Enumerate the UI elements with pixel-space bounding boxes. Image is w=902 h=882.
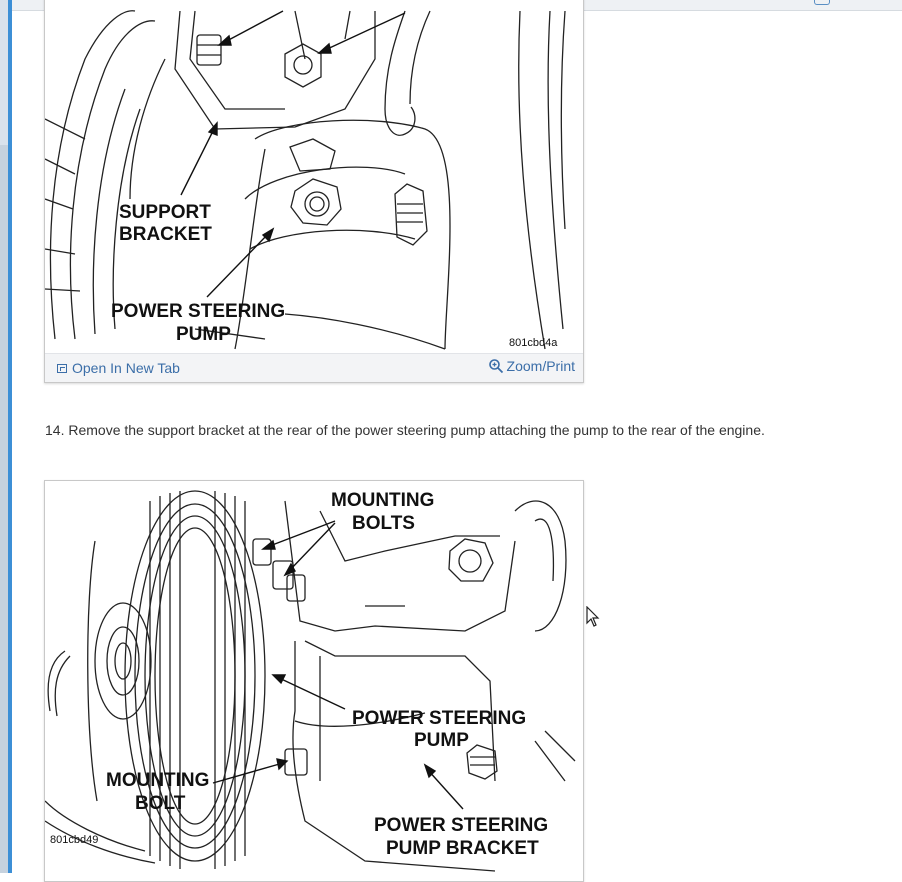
label-power-steering-2: POWER STEERING [352, 708, 526, 729]
diagram-image-support-bracket[interactable]: SUPPORT BRACKET POWER STEERING PUMP 801c… [45, 0, 583, 351]
magnifier-plus-icon [488, 359, 503, 374]
figure-footer: Open In New Tab Zoom/Print [45, 353, 583, 382]
zoom-print-link[interactable]: Zoom/Print [488, 358, 575, 374]
figure-pump-mounting: MOUNTING BOLTS POWER STEERING PUMP MOUNT… [44, 480, 584, 882]
label-pump: PUMP [176, 324, 231, 345]
zoom-print-label: Zoom/Print [506, 358, 575, 374]
figure-code-2: 801cbd49 [50, 834, 98, 846]
left-edge-panel-shade [0, 145, 8, 873]
mouse-pointer-icon [586, 606, 600, 627]
label-bolt: BOLT [135, 793, 186, 814]
toolbar-icon[interactable] [814, 0, 830, 5]
left-accent-bar [8, 0, 12, 873]
label-mounting-bottom: MOUNTING [106, 770, 209, 791]
label-power-steering: POWER STEERING [111, 301, 285, 322]
label-pump-2: PUMP [414, 730, 469, 751]
label-pump-bracket: PUMP BRACKET [386, 838, 539, 859]
diagram-image-pump-mounting[interactable]: MOUNTING BOLTS POWER STEERING PUMP MOUNT… [45, 481, 583, 881]
label-bracket: BRACKET [119, 224, 212, 245]
label-bolts: BOLTS [352, 513, 415, 534]
label-mounting-top: MOUNTING [331, 490, 434, 511]
label-support: SUPPORT [119, 202, 211, 223]
open-in-new-tab-icon [57, 363, 67, 373]
open-in-new-tab-link[interactable]: Open In New Tab [57, 360, 180, 376]
open-in-new-tab-label: Open In New Tab [72, 360, 180, 376]
step-14-instruction: 14. Remove the support bracket at the re… [45, 422, 765, 438]
figure-support-bracket: SUPPORT BRACKET POWER STEERING PUMP 801c… [44, 0, 584, 383]
label-power-steering-3: POWER STEERING [374, 815, 548, 836]
figure-code: 801cbd4a [509, 337, 558, 349]
